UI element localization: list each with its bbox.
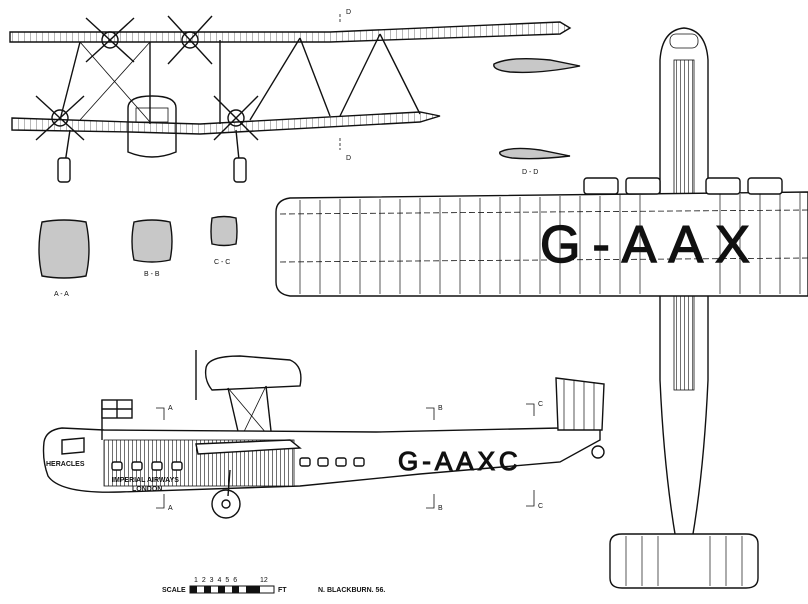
front-left-wheel bbox=[57, 157, 71, 183]
side-livery-line2: LONDON bbox=[132, 486, 162, 493]
side-view: HERACLES IMPERIAL AIRWAYS LONDON G-AAXC … bbox=[42, 350, 605, 519]
plan-view: G-AAX bbox=[275, 27, 808, 589]
side-upper-wing bbox=[204, 355, 302, 391]
front-fuselage bbox=[127, 95, 177, 158]
section-c-c-label: C - C bbox=[214, 259, 230, 266]
scale-ruler bbox=[189, 585, 275, 594]
side-lower-wing bbox=[195, 439, 302, 455]
scale-numbers: 1 2 3 4 5 6 bbox=[194, 577, 238, 584]
side-registration: G-AAXC bbox=[398, 446, 522, 476]
side-livery-line1: IMPERIAL AIRWAYS bbox=[112, 477, 179, 484]
airfoil-section: D - D bbox=[493, 57, 581, 176]
airfoil-section-label: D - D bbox=[522, 169, 538, 176]
section-mark-a-bottom: A bbox=[168, 505, 173, 512]
side-tail-wheel bbox=[591, 445, 605, 459]
section-mark-b-top: B bbox=[438, 405, 443, 412]
front-propeller-4 bbox=[213, 95, 259, 141]
fuselage-sections: A - A B - B C - C bbox=[38, 215, 238, 298]
section-a-a-label: A - A bbox=[54, 291, 69, 298]
front-propeller-2 bbox=[167, 15, 213, 65]
scale-label: SCALE bbox=[162, 587, 186, 594]
front-upper-wing bbox=[9, 21, 572, 43]
plan-wing bbox=[275, 191, 808, 297]
front-lower-wing bbox=[11, 111, 441, 135]
section-mark-d-top: D bbox=[346, 9, 351, 16]
section-c-c-shape bbox=[210, 215, 238, 247]
section-mark-d-bottom: D bbox=[346, 155, 351, 162]
scale-bar: SCALE 1 2 3 4 5 6 12 FT N. BLACKBURN. 56… bbox=[162, 577, 385, 594]
side-section-marks: A A B B C C bbox=[156, 401, 543, 512]
section-b-b-label: B - B bbox=[144, 271, 160, 278]
section-mark-c-top: C bbox=[538, 401, 543, 408]
plan-engines bbox=[583, 177, 783, 195]
plan-tailplane bbox=[609, 533, 759, 589]
section-mark-b-bottom: B bbox=[438, 505, 443, 512]
airfoil-lower bbox=[499, 147, 571, 160]
section-b-b-shape bbox=[131, 219, 173, 263]
section-mark-c-bottom: C bbox=[538, 503, 543, 510]
plan-registration: G-AAX bbox=[540, 216, 762, 274]
front-right-wheel bbox=[233, 157, 247, 183]
airfoil-upper bbox=[493, 57, 581, 74]
draughtsman-credit: N. BLACKBURN. 56. bbox=[318, 587, 385, 594]
side-windows bbox=[111, 457, 365, 471]
section-mark-a-top: A bbox=[168, 405, 173, 412]
side-tail-fin bbox=[555, 377, 605, 431]
front-view: D D bbox=[9, 9, 572, 183]
side-main-wheel bbox=[211, 489, 241, 519]
scale-end-number: 12 bbox=[260, 577, 268, 584]
section-a-a-shape bbox=[38, 219, 90, 279]
front-propeller-1 bbox=[85, 17, 135, 63]
side-aircraft-name: HERACLES bbox=[46, 461, 85, 468]
scale-unit: FT bbox=[278, 587, 287, 594]
front-propeller-3 bbox=[35, 95, 85, 141]
